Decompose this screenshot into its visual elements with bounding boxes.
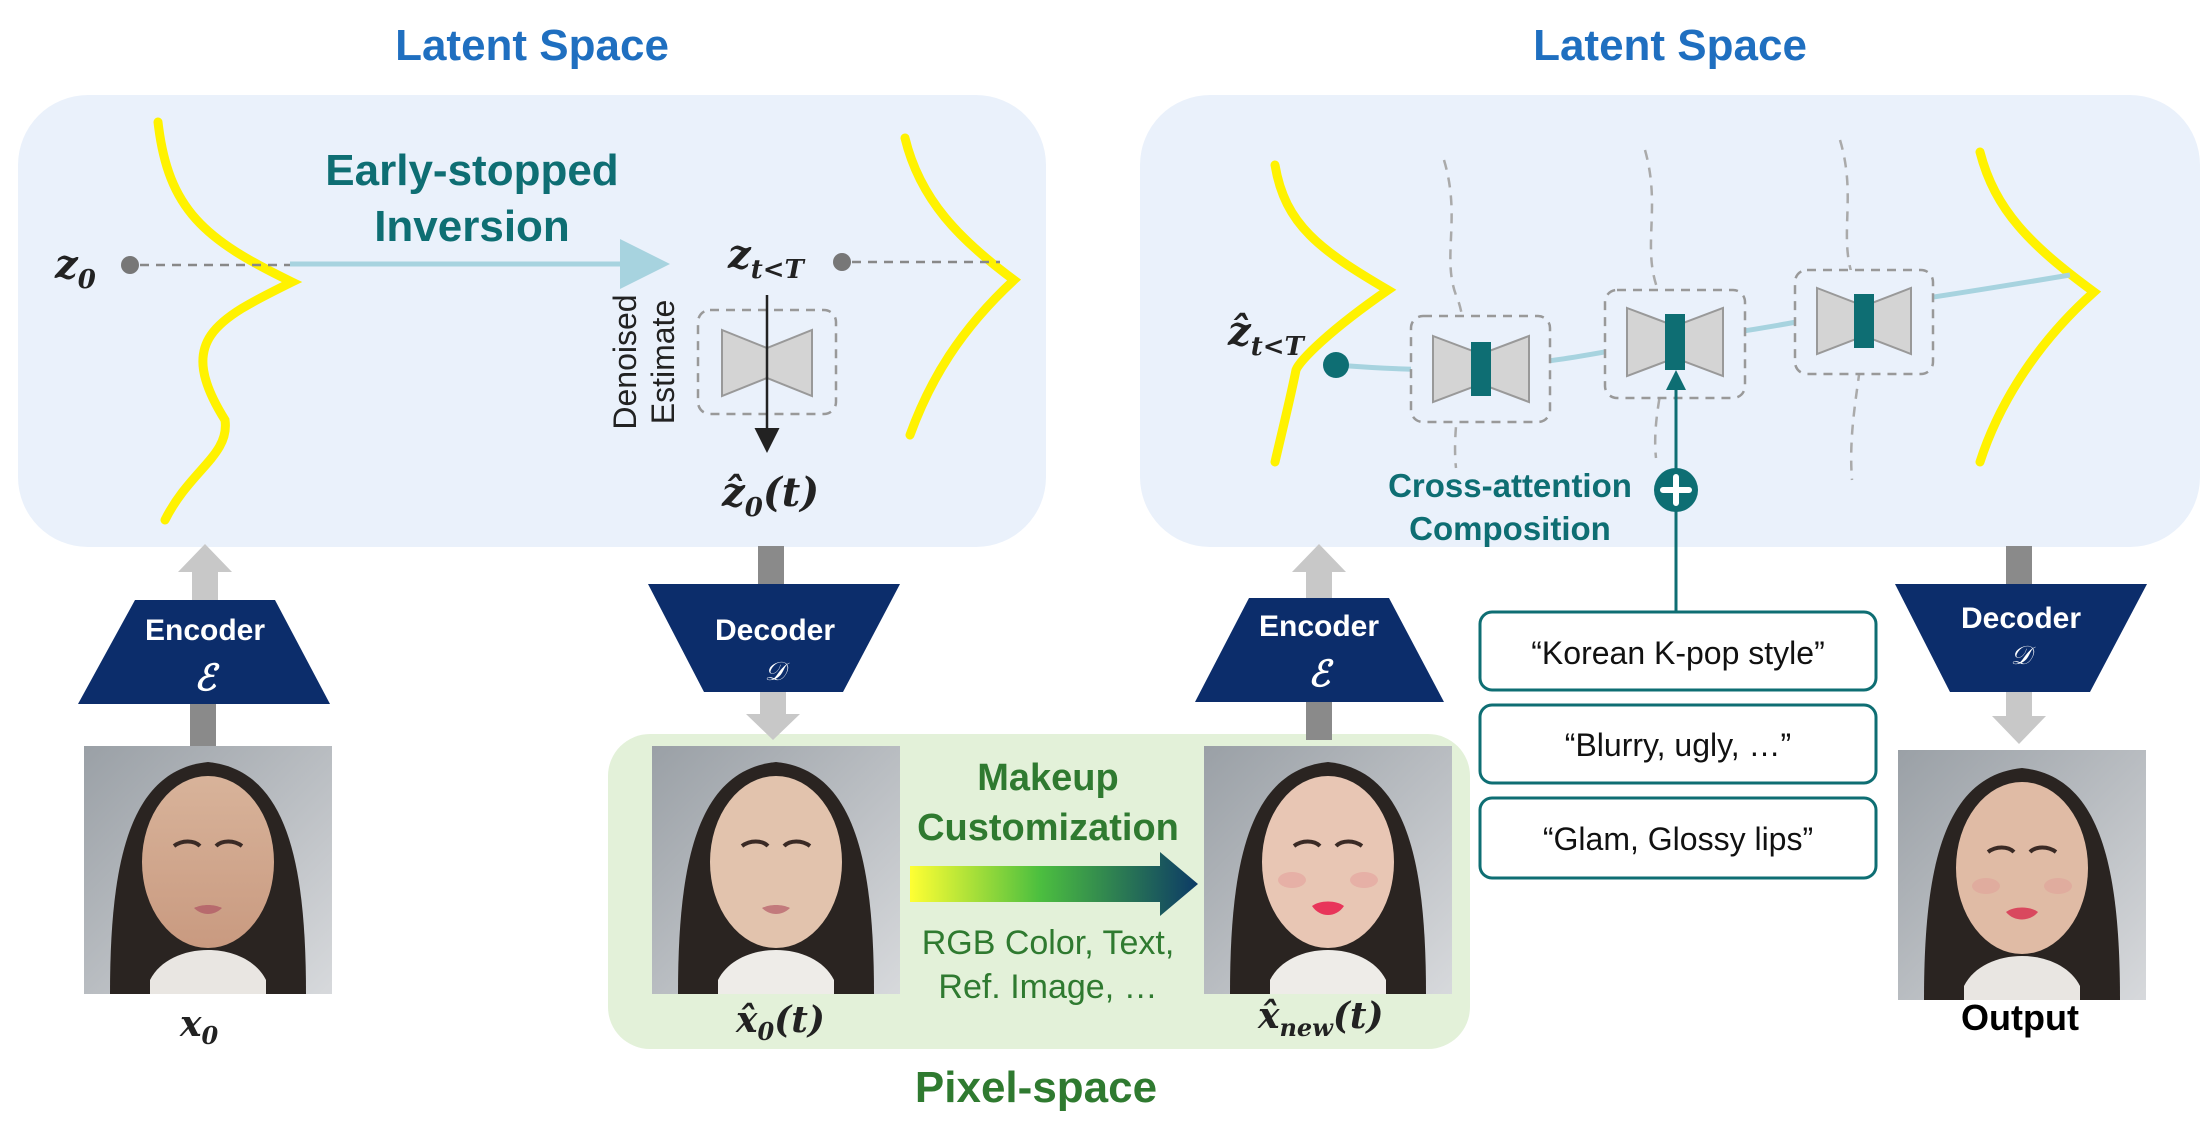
prompt-box-3: “Glam, Glossy lips” xyxy=(1478,796,1878,880)
pixel-space-title: Pixel-space xyxy=(915,1063,1157,1112)
encoder2-title: Encoder xyxy=(1259,610,1379,643)
z0-label: z0 xyxy=(54,241,96,295)
inversion-label-line1: Early-stopped xyxy=(325,146,618,195)
denoised-label-line1: Denoised xyxy=(607,294,643,429)
unet-block-1 xyxy=(1409,314,1552,424)
inversion-label-line2: Inversion xyxy=(374,202,570,251)
decoder2-output-arrow xyxy=(1992,716,2046,744)
prompt-box-2: “Blurry, ugly, …” xyxy=(1478,703,1878,785)
decoder1-input-stem xyxy=(758,546,784,588)
face-image-x0hat xyxy=(652,746,900,994)
unet-block-3 xyxy=(1793,268,1935,376)
decoder-block-2: Decoder 𝒟 xyxy=(1895,584,2147,692)
xnew-label: x̂new(t) xyxy=(1257,995,1384,1042)
decoder1-title: Decoder xyxy=(715,614,835,647)
makeup-label-line1: Makeup xyxy=(977,757,1118,799)
right-gaussian-curve-right xyxy=(1975,147,2102,467)
decoder2-title: Decoder xyxy=(1961,602,2081,635)
zt-hat-point xyxy=(1323,352,1349,378)
prompt-text-3: “Glam, Glossy lips” xyxy=(1543,821,1813,857)
cross-attention-label-line1: Cross-attention xyxy=(1388,467,1632,504)
prompt-text-1: “Korean K-pop style” xyxy=(1531,635,1824,671)
z0-point xyxy=(121,256,139,274)
cross-attention-arrowhead xyxy=(1666,370,1686,390)
z0hat-label: ẑ0(t) xyxy=(721,469,819,523)
makeup-label-line2: Customization xyxy=(917,807,1179,849)
prompt-text-2: “Blurry, ugly, …” xyxy=(1565,727,1791,763)
decoder2-input-stem xyxy=(2006,546,2032,588)
cross-attention-label-line2: Composition xyxy=(1409,510,1611,547)
plus-icon-sign xyxy=(1660,474,1692,506)
denoised-label-line2: Estimate xyxy=(645,300,681,424)
encoder1-symbol: ℰ xyxy=(194,657,220,699)
encoder2-symbol: ℰ xyxy=(1308,653,1334,695)
encoder-block-1: Encoder ℰ xyxy=(78,600,330,704)
right-latent-title: Latent Space xyxy=(1533,21,1807,70)
unet-block-2 xyxy=(1603,288,1747,400)
decoder1-output-stem xyxy=(760,690,786,716)
zt-hat-label: ẑt<T xyxy=(1227,308,1306,362)
makeup-gradient-arrow xyxy=(910,852,1198,916)
encoder1-input-stem xyxy=(190,700,216,748)
prompt-box-1: “Korean K-pop style” xyxy=(1478,610,1878,692)
face-image-output xyxy=(1898,750,2146,1000)
zt-label: zt<T xyxy=(727,231,806,285)
face-image-xnew xyxy=(1204,746,1452,994)
encoder-block-2: Encoder ℰ xyxy=(1195,598,1444,702)
options-label-line2: Ref. Image, … xyxy=(938,968,1157,1006)
encoder1-title: Encoder xyxy=(145,614,265,647)
output-label: Output xyxy=(1961,997,2079,1038)
left-latent-panel xyxy=(18,95,1046,547)
encoder1-output-arrow xyxy=(178,544,232,572)
options-label-line1: RGB Color, Text, xyxy=(922,924,1175,962)
left-latent-title: Latent Space xyxy=(395,21,669,70)
right-gaussian-curve-left xyxy=(1270,160,1397,467)
encoder2-output-arrow xyxy=(1292,544,1346,572)
decoder-block-1: Decoder 𝒟 xyxy=(648,584,900,692)
left-gaussian-curve xyxy=(153,117,303,525)
zt-point xyxy=(833,253,851,271)
x0hat-label: x̂0(t) xyxy=(735,999,825,1046)
left-right-gaussian-curve xyxy=(900,133,1022,440)
face-image-x0 xyxy=(84,746,332,994)
decoder2-output-stem xyxy=(2006,690,2032,718)
x0-label: x0 xyxy=(179,1003,218,1050)
decoder1-output-arrow xyxy=(746,714,800,740)
encoder2-input-stem xyxy=(1306,700,1332,740)
